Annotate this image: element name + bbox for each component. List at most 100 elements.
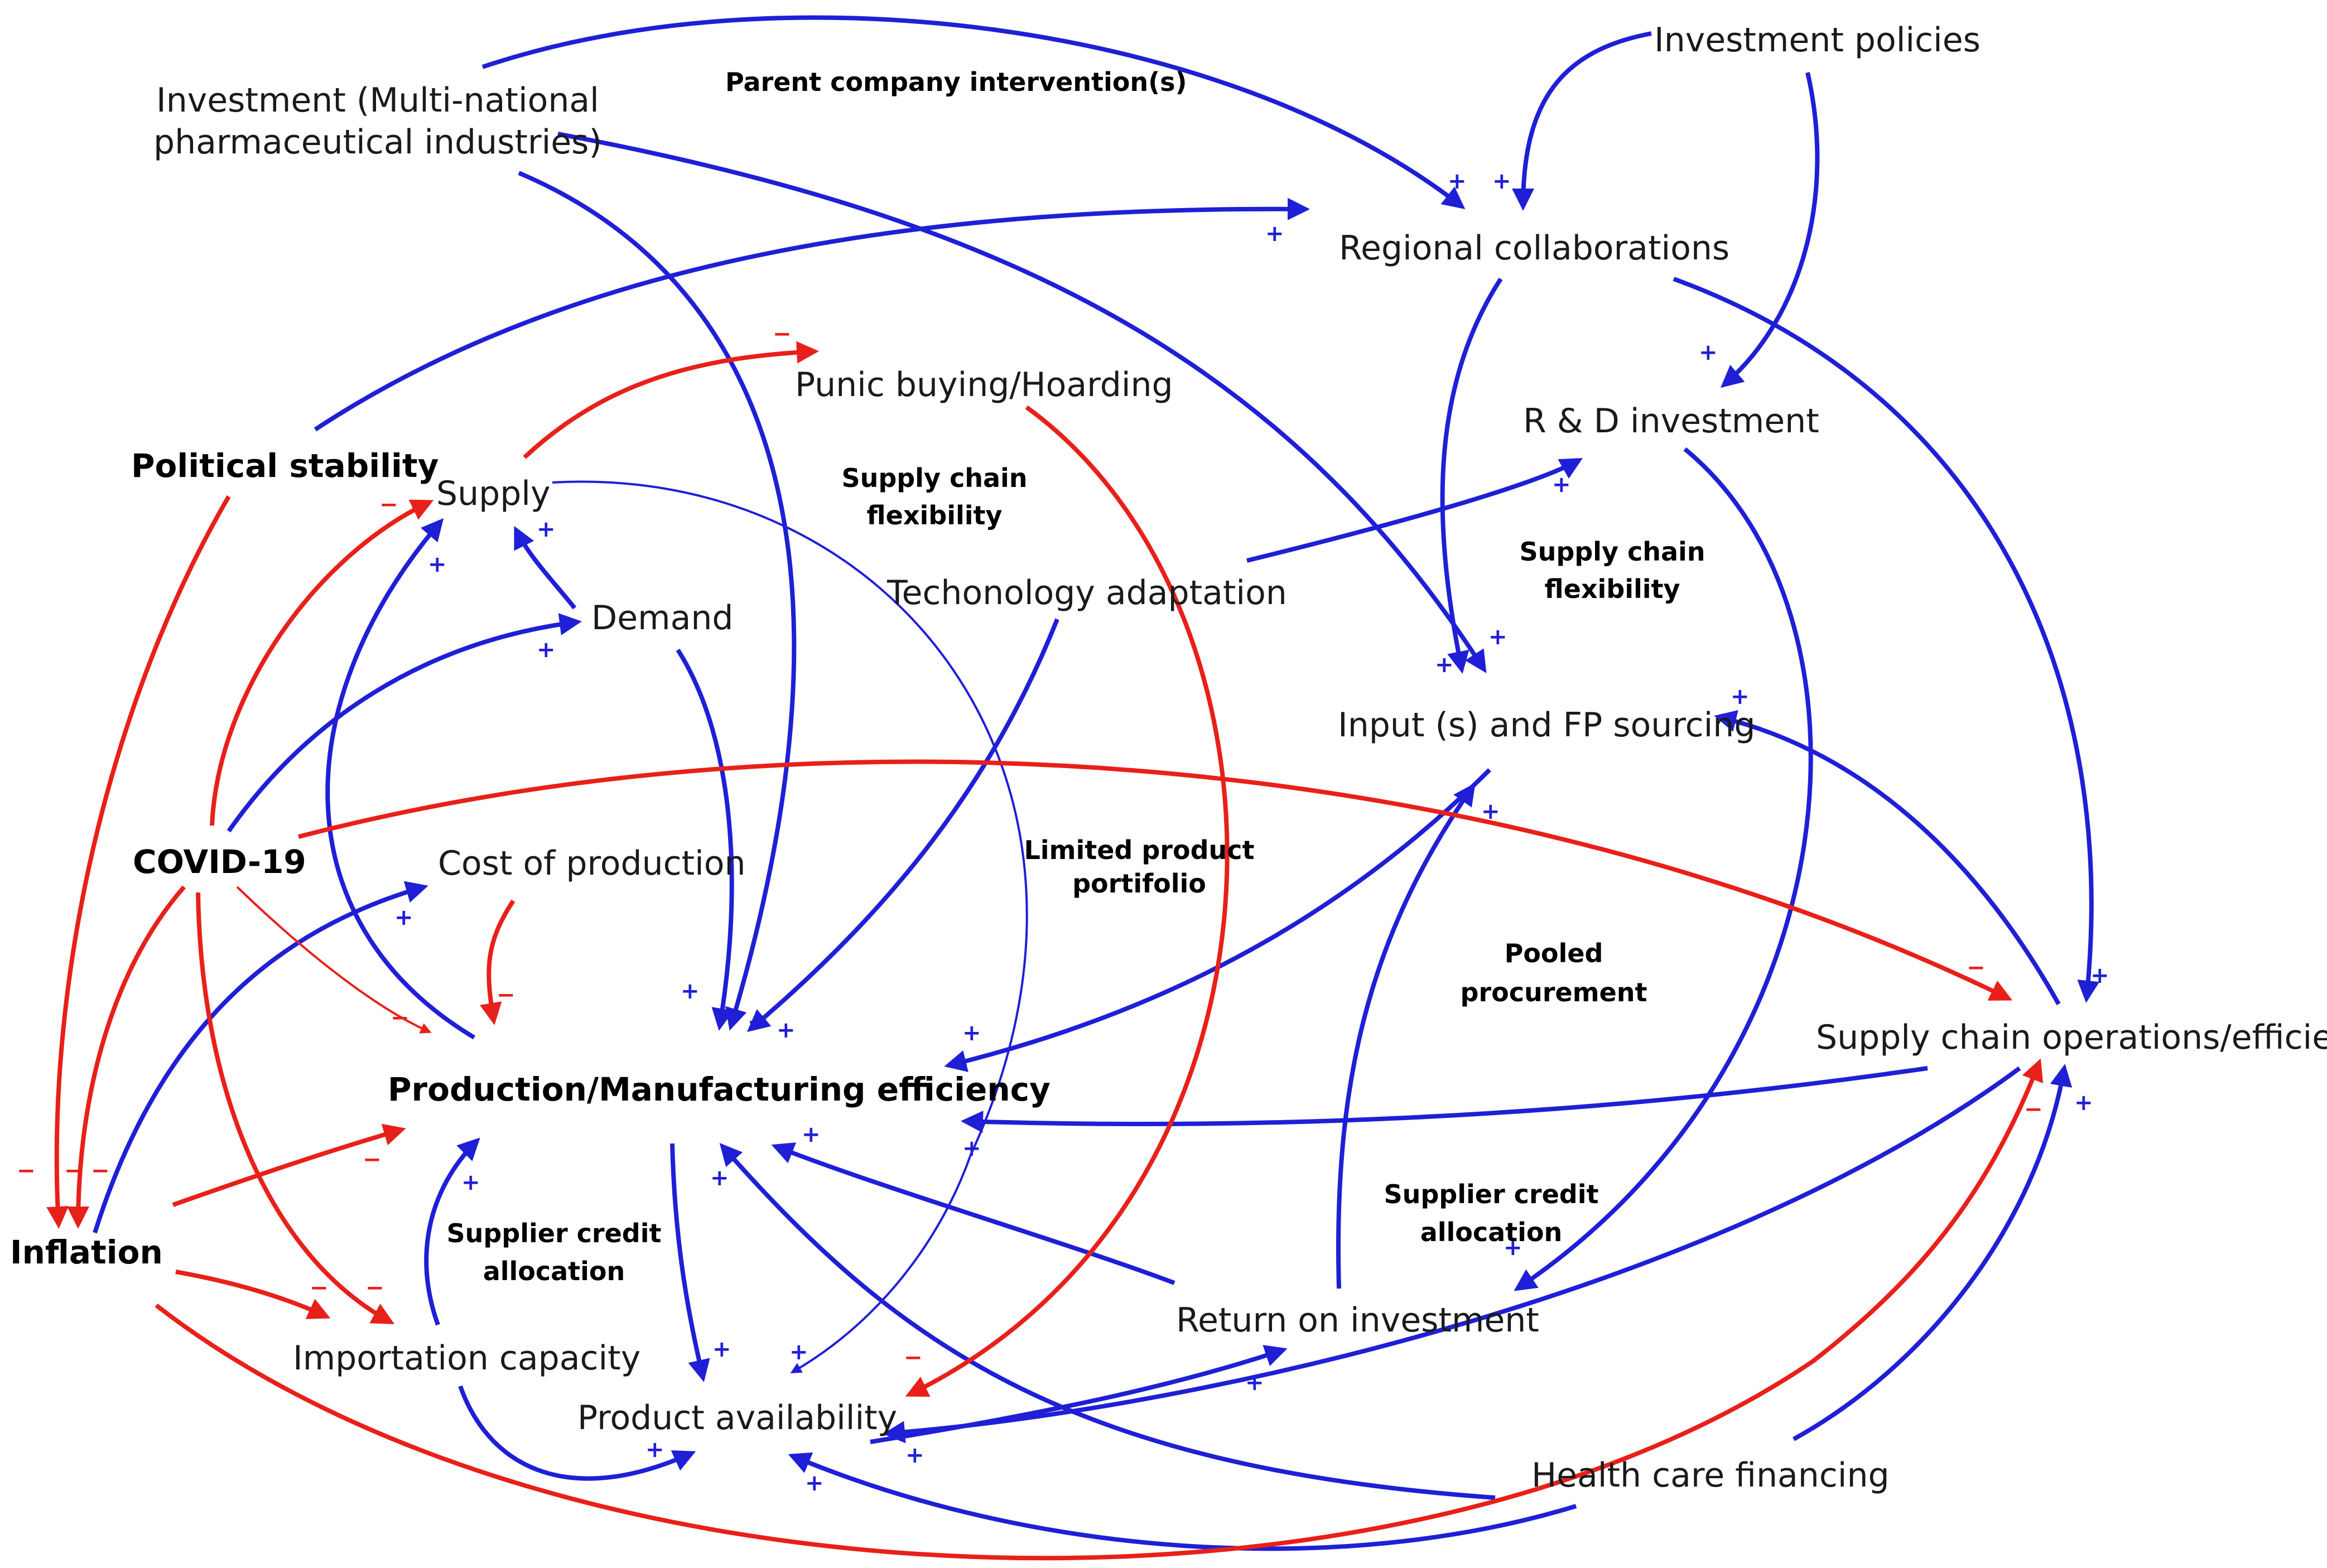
polarity-plus: + bbox=[1481, 799, 1500, 824]
polarity-plus: + bbox=[1552, 472, 1571, 498]
polarity-plus: + bbox=[1488, 624, 1507, 650]
polarity-plus: + bbox=[645, 1437, 664, 1463]
link-supply-chain-ops-to-production bbox=[961, 1066, 1928, 1133]
node-cost-of-production: Cost of production bbox=[438, 844, 746, 883]
link-covid-to-supply-chain-ops bbox=[297, 759, 2013, 1001]
polarity-plus: + bbox=[710, 1165, 729, 1191]
node-health-care-financing: Health care financing bbox=[1531, 1456, 1890, 1495]
polarity-plus: + bbox=[1435, 652, 1454, 678]
link-production-to-supply bbox=[325, 518, 476, 1040]
node-importation-capacity: Importation capacity bbox=[293, 1339, 640, 1378]
nodes: Investment (Multi-national pharmaceutica… bbox=[10, 21, 2327, 1495]
link-regional-collaborations-to-input-sourcing bbox=[1440, 277, 1503, 674]
polarity-plus: + bbox=[962, 1136, 981, 1161]
polarity-plus: + bbox=[428, 552, 447, 577]
link-supply-chain-ops-to-input-sourcing bbox=[1714, 710, 2061, 1005]
polarity-plus: + bbox=[681, 978, 700, 1004]
annotation-limited-portfolio-a: Limited product bbox=[1024, 835, 1254, 865]
annotation-limited-portfolio-b: portifolio bbox=[1072, 869, 1206, 899]
annotation-supply-chain-flexibility-2a: Supply chain bbox=[1519, 537, 1705, 567]
polarity-plus: + bbox=[394, 905, 413, 930]
link-importation-to-product-availability bbox=[458, 1385, 696, 1481]
node-supply-chain-ops: Supply chain operations/efficiency bbox=[1816, 1018, 2327, 1057]
node-demand: Demand bbox=[591, 599, 733, 638]
link-investment-to-regional-collaborations bbox=[481, 15, 1466, 209]
polarity-minus: − bbox=[310, 1275, 329, 1301]
annotations: Parent company intervention(s) Supply ch… bbox=[446, 67, 1705, 1286]
polarity-minus: − bbox=[904, 1345, 923, 1371]
polarity-minus: − bbox=[1967, 955, 1986, 981]
link-investment-to-production bbox=[518, 171, 797, 1031]
link-production-to-product-availability bbox=[670, 1143, 710, 1382]
node-technology-adaptation: Techonology adaptation bbox=[887, 573, 1287, 612]
polarity-plus: + bbox=[2074, 1090, 2093, 1116]
link-covid-to-inflation bbox=[67, 885, 186, 1229]
node-rd-investment: R & D investment bbox=[1523, 402, 1819, 441]
annotation-supplier-credit-1b: allocation bbox=[483, 1256, 625, 1286]
link-supply-to-punic-buying bbox=[523, 341, 819, 459]
polarity-plus: + bbox=[1265, 221, 1284, 247]
polarity-minus: − bbox=[379, 492, 398, 518]
link-health-financing-to-production bbox=[719, 1143, 1496, 1500]
link-covid-to-demand bbox=[227, 613, 582, 833]
link-policies-to-regional-collaborations bbox=[1512, 31, 1652, 211]
annotation-supply-chain-flexibility-1b: flexibility bbox=[867, 500, 1003, 530]
link-political-stability-to-inflation bbox=[46, 495, 231, 1229]
link-supply-to-product-availability bbox=[552, 480, 1028, 1373]
positive-links bbox=[93, 15, 2100, 1551]
annotation-supply-chain-flexibility-2b: flexibility bbox=[1545, 574, 1680, 604]
polarity-plus: + bbox=[1448, 168, 1467, 194]
link-political-stability-to-regional-collaborations bbox=[314, 197, 1310, 432]
annotation-supply-chain-flexibility-1a: Supply chain bbox=[841, 463, 1027, 493]
polarity-plus: + bbox=[805, 1470, 824, 1496]
link-policies-to-rd-investment bbox=[1720, 72, 1820, 388]
polarity-plus: + bbox=[2090, 963, 2109, 988]
annotation-supplier-credit-2a: Supplier credit bbox=[1384, 1179, 1598, 1209]
annotation-pooled-procurement-a: Pooled bbox=[1505, 938, 1603, 968]
polarity-plus: + bbox=[537, 517, 556, 542]
node-covid-19: COVID-19 bbox=[133, 843, 306, 881]
link-rd-investment-to-return bbox=[1514, 447, 1813, 1291]
annotation-supplier-credit-1a: Supplier credit bbox=[446, 1218, 661, 1248]
polarity-plus: + bbox=[1245, 1370, 1264, 1396]
polarity-plus: + bbox=[1492, 168, 1511, 194]
polarity-plus: + bbox=[777, 1017, 796, 1043]
link-covid-to-supply bbox=[210, 499, 434, 826]
link-covid-to-importation bbox=[196, 892, 395, 1324]
polarity-plus: + bbox=[1731, 684, 1750, 710]
polarity-minus: − bbox=[91, 1158, 110, 1184]
link-covid-to-production bbox=[236, 886, 432, 1034]
polarity-plus: + bbox=[748, 1009, 767, 1035]
annotation-parent-company: Parent company intervention(s) bbox=[725, 67, 1187, 97]
polarity-minus: − bbox=[64, 1158, 83, 1184]
link-investment-to-input-sourcing bbox=[557, 132, 1487, 673]
polarity-plus: + bbox=[789, 1339, 808, 1365]
link-health-financing-to-supply-chain-ops bbox=[1793, 1064, 2073, 1441]
link-return-to-production bbox=[771, 1142, 1175, 1285]
link-demand-to-production bbox=[676, 648, 734, 1031]
link-demand-to-supply bbox=[514, 525, 577, 610]
link-inflation-to-production bbox=[172, 1123, 406, 1207]
node-investment-policies: Investment policies bbox=[1654, 21, 1981, 60]
link-cost-to-production bbox=[480, 899, 515, 1025]
node-regional-collaborations: Regional collaborations bbox=[1339, 229, 1729, 268]
link-technology-to-rd-investment bbox=[1246, 458, 1583, 563]
link-product-availability-to-return bbox=[870, 1345, 1288, 1444]
node-input-sourcing: Input (s) and FP sourcing bbox=[1338, 706, 1755, 745]
polarity-minus: − bbox=[17, 1158, 36, 1184]
polarity-plus: + bbox=[1504, 1235, 1523, 1261]
node-supply: Supply bbox=[436, 474, 550, 513]
node-inflation: Inflation bbox=[10, 1233, 163, 1271]
node-political-stability: Political stability bbox=[131, 447, 439, 485]
link-inflation-to-supply-chain-ops bbox=[155, 1058, 2044, 1561]
polarity-plus: + bbox=[1699, 340, 1718, 365]
node-punic-buying: Punic buying/Hoarding bbox=[795, 365, 1173, 404]
polarity-plus: + bbox=[962, 1020, 981, 1046]
link-input-sourcing-to-production bbox=[944, 768, 1491, 1072]
polarity-signs: + + + + + + + + + + + + + + + + + + + + … bbox=[17, 168, 2109, 1496]
polarity-minus: − bbox=[773, 321, 792, 347]
link-return-to-input-sourcing bbox=[1336, 783, 1476, 1289]
polarity-minus: − bbox=[365, 1275, 384, 1301]
link-inflation-to-importation bbox=[175, 1270, 331, 1319]
